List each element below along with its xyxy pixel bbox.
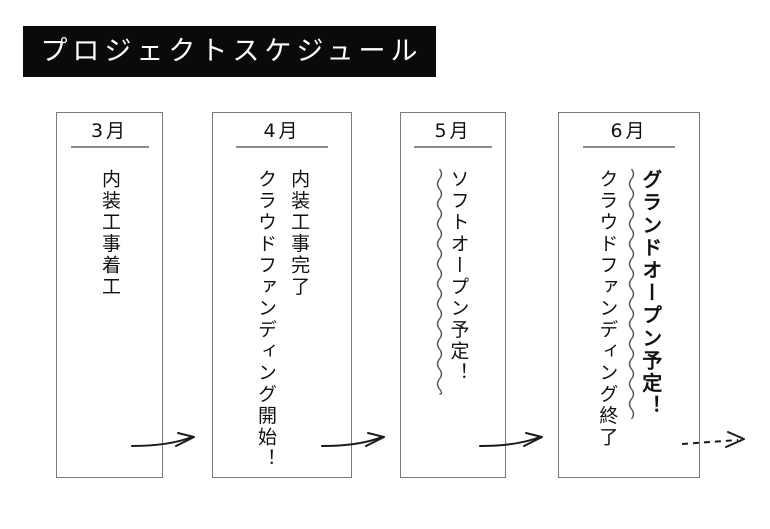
connector-arrow-2 <box>320 428 390 458</box>
month-content-1: 内装工事着工 <box>57 169 162 477</box>
vertical-text-item: 内装工事完了 <box>286 169 311 298</box>
month-rule-3 <box>414 145 492 148</box>
month-header-2: 4月 <box>213 121 351 148</box>
wavy-emphasis-line-icon <box>435 168 444 395</box>
month-rule-2 <box>236 145 328 148</box>
month-header-4: 6月 <box>559 121 699 148</box>
month-rule-1 <box>70 145 149 148</box>
title-banner: プロジェクトスケジュール <box>23 26 436 77</box>
vertical-text-item: ソフトオープン予定！ <box>435 168 470 395</box>
month-column-3[interactable]: 5月 ソフトオープン予定！ <box>400 112 506 478</box>
month-label-4: 6月 <box>610 120 648 142</box>
schedule-text-4-2: クラウドファンディング終了 <box>596 169 619 449</box>
vertical-text-item: 内装工事着工 <box>97 169 122 298</box>
month-column-1[interactable]: 3月 内装工事着工 <box>56 112 163 478</box>
month-rule-4 <box>583 145 675 148</box>
vertical-text-item: クラウドファンディング開始！ <box>253 169 278 470</box>
connector-arrow-3 <box>478 428 548 458</box>
schedule-text-2-2: クラウドファンディング開始！ <box>255 169 277 470</box>
vertical-text-item: クラウドファンディング終了 <box>594 169 619 449</box>
wavy-emphasis-line-icon <box>627 168 636 420</box>
month-column-4[interactable]: 6月 グランドオープン予定！ クラウドファンディング終了 <box>558 112 700 478</box>
month-label-1: 3月 <box>90 120 129 142</box>
month-column-2[interactable]: 4月 内装工事完了 クラウドファンディング開始！ <box>212 112 352 478</box>
connector-arrow-4-dashed <box>680 428 755 458</box>
month-header-1: 3月 <box>57 121 162 148</box>
month-label-3: 5月 <box>434 120 472 142</box>
vertical-text-item: グランドオープン予定！ <box>627 168 663 420</box>
schedule-text-4-1: グランドオープン予定！ <box>638 169 663 418</box>
month-content-2: 内装工事完了 クラウドファンディング開始！ <box>213 169 351 477</box>
month-content-3: ソフトオープン予定！ <box>401 168 505 477</box>
month-content-4: グランドオープン予定！ クラウドファンディング終了 <box>559 168 699 477</box>
schedule-text-3-1: ソフトオープン予定！ <box>447 169 470 384</box>
connector-arrow-1 <box>130 428 200 458</box>
page-title: プロジェクトスケジュール <box>40 36 423 67</box>
month-label-2: 4月 <box>263 120 301 142</box>
month-header-3: 5月 <box>401 121 505 148</box>
schedule-text-2-1: 内装工事完了 <box>288 169 311 298</box>
schedule-text-1-1: 内装工事着工 <box>99 169 122 298</box>
